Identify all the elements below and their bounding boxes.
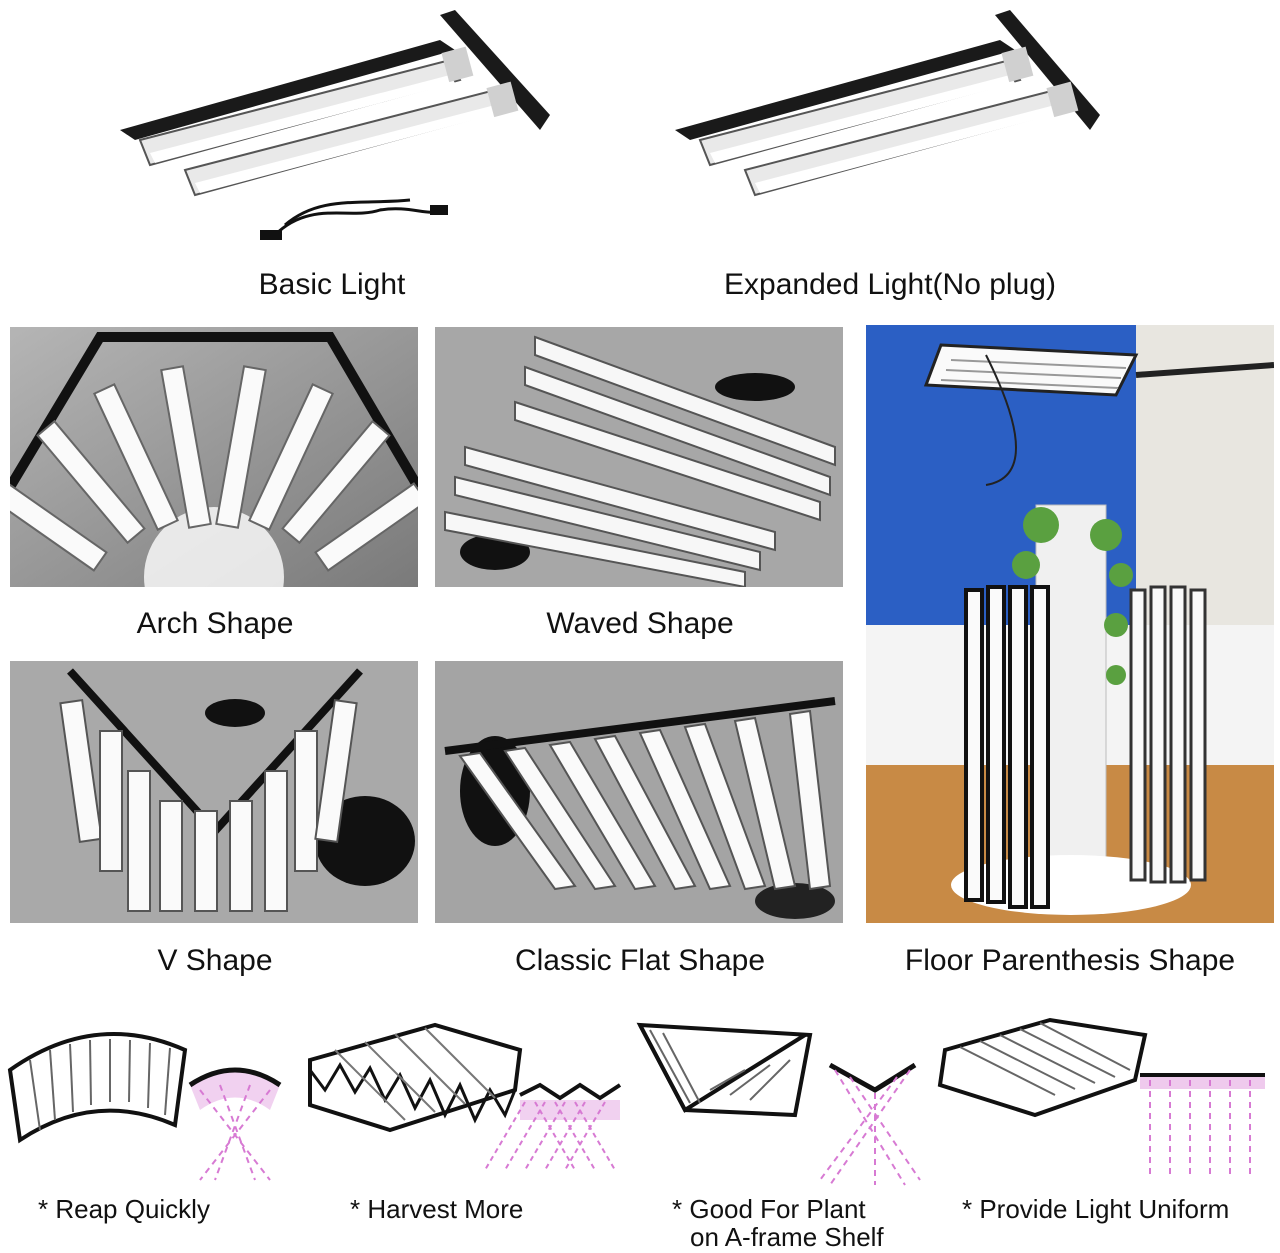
a-frame-diagram — [635, 1015, 930, 1190]
uniform-light-diagram — [935, 1015, 1275, 1190]
arch-shape-label: Arch Shape — [136, 607, 294, 640]
expanded-light-label: Expanded Light(No plug) — [724, 268, 1056, 301]
classic-flat-label: Classic Flat Shape — [514, 944, 766, 977]
classic-flat-photo — [435, 661, 843, 923]
v-shape-label: V Shape — [157, 944, 273, 977]
floor-parenthesis-label: Floor Parenthesis Shape — [904, 944, 1236, 977]
v-shape-photo — [10, 661, 418, 923]
basic-light-label: Basic Light — [258, 268, 406, 301]
a-frame-caption-line1: * Good For Plant — [672, 1194, 866, 1224]
harvest-more-diagram — [305, 1020, 625, 1190]
uniform-light-caption: * Provide Light Uniform — [962, 1194, 1230, 1224]
waved-shape-label: Waved Shape — [546, 607, 734, 640]
expanded-light-image — [670, 5, 1110, 205]
a-frame-caption-line2: on A-frame Shelf — [690, 1222, 884, 1252]
harvest-more-caption: * Harvest More — [350, 1194, 524, 1224]
reap-quickly-caption: * Reap Quickly — [38, 1194, 210, 1224]
basic-light-image — [110, 5, 550, 245]
waved-shape-photo — [435, 327, 843, 587]
arch-shape-photo — [10, 327, 418, 587]
floor-parenthesis-photo — [866, 325, 1274, 923]
reap-quickly-diagram — [5, 1020, 295, 1190]
